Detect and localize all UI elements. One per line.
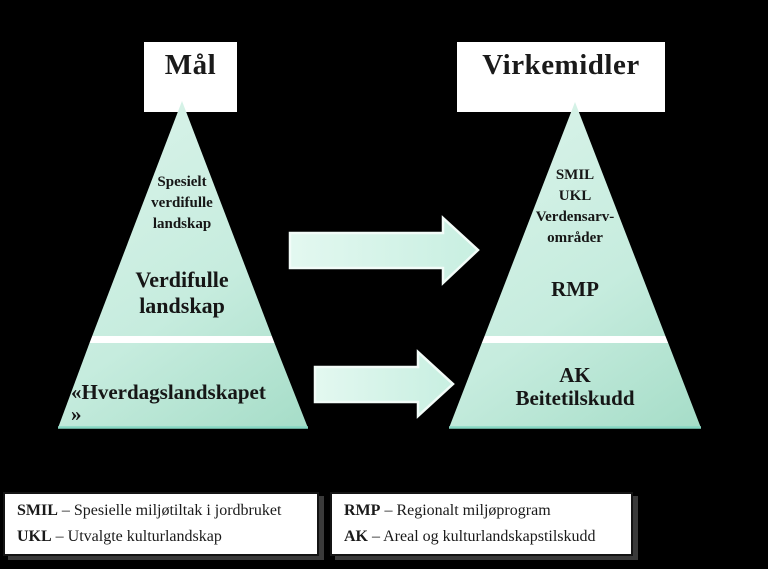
flow-arrow-lower-icon — [313, 349, 455, 419]
instruments-divider-band — [481, 336, 669, 343]
legend-row-rmp: RMP – Regionalt miljøprogram — [344, 498, 631, 524]
legend-abbr-smil: SMIL — [17, 502, 58, 519]
legend-abbr-ak: AK — [344, 528, 368, 545]
legend-abbr-rmp: RMP — [344, 502, 381, 519]
instruments-title: Virkemidler — [482, 49, 640, 81]
instruments-tier-bottom-label: AK Beitetilskudd — [515, 363, 635, 410]
instruments-title-box: Virkemidler — [457, 42, 665, 112]
goals-pyramid-upper-section — [92, 101, 272, 336]
instruments-pyramid-upper-section — [484, 102, 666, 336]
instruments-tier-middle-label: RMP — [551, 277, 599, 301]
legend-box-goals-abbreviations: SMIL – Spesielle miljøtiltak i jordbruke… — [3, 492, 319, 556]
goals-tier-middle-label: Verdifulle landskap — [135, 267, 229, 318]
instruments-pyramid-shape — [449, 102, 701, 429]
legend-row-smil: SMIL – Spesielle miljøtiltak i jordbruke… — [17, 498, 317, 524]
legend-desc-ak: – Areal og kulturlandskapstilskudd — [368, 528, 596, 545]
goals-title-box: Mål — [144, 42, 237, 112]
legend-row-ak: AK – Areal og kulturlandskapstilskudd — [344, 524, 631, 550]
legend-abbr-ukl: UKL — [17, 528, 52, 545]
legend-row-ukl: UKL – Utvalgte kulturlandskap — [17, 524, 317, 550]
goals-divider-band — [89, 336, 275, 343]
goals-pyramid-lower-section — [58, 343, 308, 428]
goals-pyramid-shape — [58, 101, 308, 429]
legend-desc-rmp: – Regionalt miljøprogram — [380, 502, 551, 519]
legend-desc-ukl: – Utvalgte kulturlandskap — [51, 528, 222, 545]
legend-desc-smil: – Spesielle miljøtiltak i jordbruket — [57, 502, 282, 519]
goals-tier-bottom-label: «Hverdagslandskapet » — [71, 380, 266, 426]
flow-arrow-upper-icon — [288, 215, 480, 286]
instruments-pyramid-lower-section — [449, 343, 701, 428]
instruments-tier-top-label: SMIL UKL Verdensarv- områder — [535, 167, 615, 246]
goals-tier-top-label: Spesielt verdifulle landskap — [151, 174, 213, 232]
legend-box-instruments-abbreviations: RMP – Regionalt miljøprogram AK – Areal … — [330, 492, 633, 556]
goals-title: Mål — [164, 49, 217, 81]
